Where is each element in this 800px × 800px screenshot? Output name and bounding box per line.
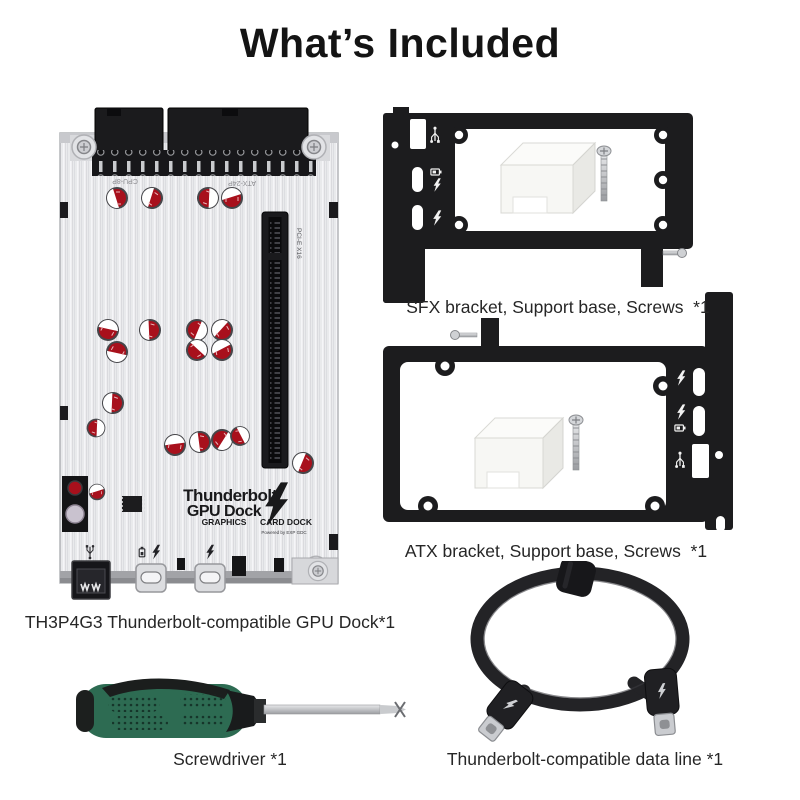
leg-screw <box>450 330 478 340</box>
usb-c-port-host <box>135 563 167 593</box>
atx-bracket-caption: ATX bracket, Support base, Screws *1 <box>404 541 708 561</box>
bracket-holes <box>418 356 725 532</box>
logo-card-dock: CARD DOCK <box>260 517 313 527</box>
bracket-leg <box>481 318 499 350</box>
atx-24p-connector <box>167 107 309 155</box>
support-base <box>473 416 565 490</box>
usb-c-cutout <box>693 406 705 436</box>
bracket-leg <box>641 245 663 287</box>
logo-line1: Thunderbolt <box>183 486 277 505</box>
silk-pcie-label: PCI-E X16 <box>295 228 302 259</box>
bracket-holes <box>391 126 672 234</box>
bracket-right-bar <box>705 292 733 530</box>
data-line-caption: Thunderbolt-compatible data line *1 <box>446 749 724 769</box>
screwdriver-caption: Screwdriver *1 <box>173 749 287 769</box>
atx-bracket-photo <box>383 292 733 532</box>
screwdriver-photo <box>76 678 406 738</box>
corner-screw <box>307 560 329 582</box>
logo-line2: GPU Dock <box>187 503 262 520</box>
usb-a-cutout <box>692 444 709 478</box>
pcie-x16-slot <box>261 211 289 469</box>
cpu-8p-connector <box>94 107 164 155</box>
silk-cpu-label: CPU-8P <box>112 177 138 184</box>
logo-graphics: GRAPHICS <box>202 517 247 527</box>
corner-screw <box>301 134 327 160</box>
leg-screw <box>662 248 687 258</box>
support-base <box>499 141 597 215</box>
page-title: What’s Included <box>239 20 561 66</box>
power-components <box>62 476 145 532</box>
handle-collar <box>226 690 260 732</box>
usb-c-cutout <box>693 368 705 396</box>
velcro-strap <box>556 561 596 597</box>
usb-c-port-device <box>194 563 226 593</box>
usb-c-cutout <box>412 167 423 192</box>
shaft <box>263 704 381 715</box>
usb-c-connector <box>478 680 534 742</box>
sfx-bracket-photo <box>383 107 693 303</box>
sfx-bracket-caption: SFX bracket, Support base, Screws *1 <box>406 297 710 317</box>
gpu-dock-caption: TH3P4G3 Thunderbolt-compatible GPU Dock*… <box>24 612 396 632</box>
handle-butt <box>76 690 94 732</box>
data-line-photo <box>470 561 690 742</box>
logo-powered-by: Powered by EXP GDC <box>261 530 307 535</box>
thunderbolt-gpu-dock-logo: Thunderbolt GPU Dock GRAPHICS CARD DOCK … <box>183 482 313 535</box>
corner-screw <box>71 134 97 160</box>
gpu-dock-photo: CPU-8P ATX-24P PCI-E X16 <box>59 107 339 600</box>
usb-c-connector <box>643 667 680 737</box>
silk-atx-label: ATX-24P <box>228 179 256 186</box>
usb-a-cutout <box>410 119 426 149</box>
usb-c-cutout <box>412 205 423 230</box>
usb-a-port <box>71 560 111 600</box>
connector-pin-row <box>92 150 316 176</box>
